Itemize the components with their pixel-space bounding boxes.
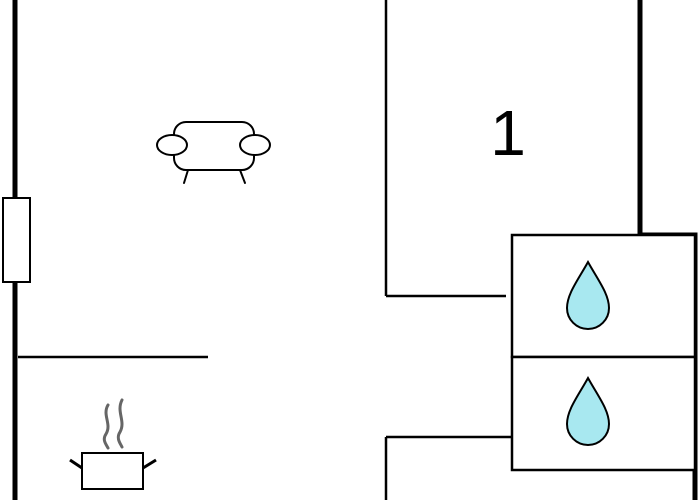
interior-walls — [18, 0, 512, 500]
bathroom-upper — [510, 233, 697, 359]
room-number-label: 1 — [490, 97, 526, 169]
cooking-pot-body — [69, 452, 157, 490]
window — [2, 197, 31, 283]
sofa-icon — [156, 121, 271, 184]
water-drop-icon — [565, 259, 611, 330]
water-drop-icon — [565, 375, 611, 446]
cooking-pot-icon — [102, 398, 124, 450]
